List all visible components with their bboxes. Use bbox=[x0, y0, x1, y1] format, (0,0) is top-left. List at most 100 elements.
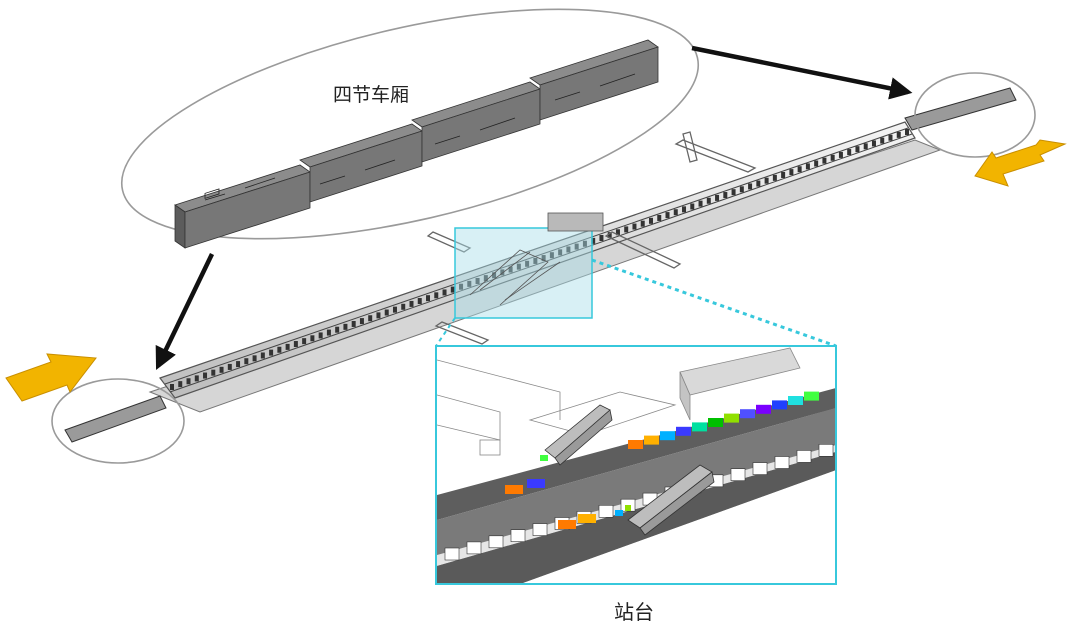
train-cars bbox=[174, 39, 659, 249]
tube-rib bbox=[896, 131, 901, 138]
tube-rib bbox=[549, 252, 554, 259]
tube-rib bbox=[392, 306, 397, 313]
tube-rib bbox=[442, 289, 447, 296]
inset-escalator-upper bbox=[544, 404, 613, 466]
train-car-3 bbox=[411, 81, 541, 163]
zoom-link-left bbox=[435, 317, 456, 347]
tube-rib bbox=[260, 352, 265, 359]
tube-ribs bbox=[170, 129, 909, 390]
tube-rib bbox=[830, 154, 835, 161]
tube-rib bbox=[194, 375, 199, 382]
tube-rib bbox=[682, 206, 687, 213]
cross-passage-upper bbox=[674, 131, 757, 173]
tube-rib bbox=[318, 332, 323, 339]
tube-rib bbox=[731, 189, 736, 196]
inset-color-strip bbox=[505, 391, 819, 529]
tube-rib bbox=[756, 180, 761, 187]
tube-rib bbox=[599, 235, 604, 242]
platform-window bbox=[730, 468, 746, 482]
platform-zoom-inset bbox=[435, 345, 837, 585]
tube-rib bbox=[368, 315, 373, 322]
color-block bbox=[660, 431, 675, 441]
tube-rib bbox=[227, 363, 232, 370]
tube-rib bbox=[475, 277, 480, 284]
tube-rib bbox=[459, 283, 464, 290]
tube-rib bbox=[541, 255, 546, 262]
tube-rib bbox=[467, 280, 472, 287]
tube-rib bbox=[277, 346, 282, 353]
tube-rib bbox=[665, 212, 670, 219]
tube-rib bbox=[640, 220, 645, 227]
tube-rib bbox=[351, 320, 356, 327]
color-block bbox=[505, 485, 523, 494]
tube-rib bbox=[211, 369, 216, 376]
tube-rib bbox=[632, 223, 637, 230]
tube-rail-top bbox=[164, 127, 909, 385]
tube-rib bbox=[715, 194, 720, 201]
station-tube bbox=[64, 87, 1017, 443]
platform-window bbox=[796, 450, 812, 463]
color-block bbox=[788, 396, 803, 405]
tube-rib bbox=[269, 349, 274, 356]
tube-rib bbox=[492, 272, 497, 279]
tube-rib bbox=[871, 140, 876, 147]
train-cars-callout-ellipse bbox=[120, 8, 700, 240]
tube-rib bbox=[326, 329, 331, 336]
train-windows bbox=[204, 73, 636, 201]
tube-rib bbox=[905, 129, 909, 135]
train-car-2 bbox=[299, 123, 423, 203]
tube-rib bbox=[335, 326, 340, 333]
tube-rib bbox=[252, 355, 257, 362]
tube-rib bbox=[401, 303, 406, 310]
tube-rib bbox=[417, 298, 422, 305]
platform-window bbox=[444, 547, 460, 561]
tube-rib bbox=[764, 177, 769, 184]
color-block bbox=[676, 426, 691, 436]
tunnel-end-left bbox=[64, 395, 167, 443]
cross-passage-right bbox=[604, 231, 682, 269]
tunnel-end-right-callout bbox=[914, 72, 1036, 158]
tube-rib bbox=[236, 361, 241, 368]
tube-rib bbox=[657, 214, 662, 221]
tube-rib bbox=[434, 292, 439, 299]
color-block bbox=[644, 435, 659, 445]
tube-rib bbox=[690, 203, 695, 210]
tube-rib bbox=[582, 240, 587, 247]
tunnel-end-left-callout bbox=[51, 378, 185, 464]
tube-rib bbox=[302, 338, 307, 345]
tube-rib bbox=[673, 209, 678, 216]
inset-small-markers bbox=[540, 455, 631, 516]
tube-rib bbox=[359, 318, 364, 325]
tube-rib bbox=[739, 186, 744, 193]
tube-rib bbox=[219, 366, 224, 373]
train-cars-label: 四节车厢 bbox=[333, 84, 410, 106]
platform-window bbox=[510, 529, 526, 543]
tube-rib bbox=[293, 341, 298, 348]
tube-rib bbox=[615, 229, 620, 236]
tube-rib bbox=[772, 174, 777, 181]
station-box-highlight bbox=[454, 227, 593, 319]
tube-rib bbox=[450, 286, 455, 293]
tunnel-end-right bbox=[904, 87, 1017, 131]
arrow-cars-to-left-end bbox=[155, 253, 215, 371]
tube-rib bbox=[343, 323, 348, 330]
tube-rib bbox=[170, 384, 174, 390]
tube-rib bbox=[822, 157, 827, 164]
tube-rib bbox=[797, 166, 802, 173]
color-block bbox=[772, 400, 787, 410]
tube-rib bbox=[748, 183, 753, 190]
tube-rib bbox=[607, 232, 612, 239]
cross-passage-lower bbox=[434, 321, 490, 345]
tube-rib bbox=[508, 266, 513, 273]
inset-escalator-lower bbox=[627, 464, 715, 536]
color-block bbox=[804, 391, 819, 401]
cross-passages bbox=[426, 131, 757, 345]
tube-rib bbox=[789, 169, 794, 176]
tube-rib bbox=[566, 246, 571, 253]
color-block bbox=[724, 413, 739, 423]
zoom-link-right bbox=[591, 258, 837, 348]
color-block bbox=[527, 479, 545, 488]
cross-passage-left bbox=[426, 231, 472, 253]
tube-rib bbox=[888, 134, 893, 141]
